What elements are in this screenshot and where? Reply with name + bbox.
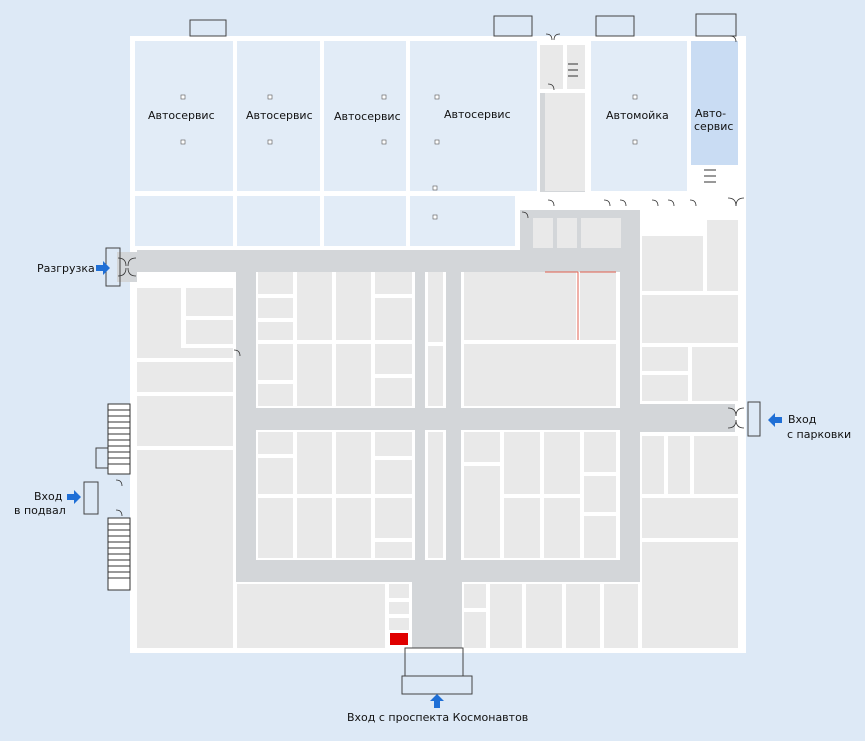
- arrow-unloading-icon: [96, 261, 110, 275]
- label-carwash: Автомойка: [606, 109, 669, 122]
- room-autoservice-3: [324, 41, 406, 191]
- room-carwash: [591, 41, 687, 191]
- room-autoservice-2: [237, 41, 320, 191]
- label-unloading: Разгрузка: [37, 262, 95, 275]
- room-autoservice-5: [691, 41, 738, 165]
- label-parking-line1: Вход: [788, 413, 817, 426]
- label-basement-line1: Вход: [34, 490, 63, 503]
- room-autoservice-1: [135, 41, 233, 191]
- label-autoservice-2: Автосервис: [246, 109, 313, 122]
- columns: [180, 94, 638, 220]
- arrow-parking-icon: [768, 413, 782, 427]
- label-autoservice-1: Автосервис: [148, 109, 215, 122]
- doors: [115, 33, 745, 517]
- stairs: [107, 63, 716, 591]
- label-autoservice-5-line1: Авто-: [695, 107, 727, 120]
- label-main-entrance: Вход с проспекта Космонавтов: [347, 711, 529, 724]
- arrow-main-icon: [430, 694, 444, 708]
- label-autoservice-5-line2: сервис: [694, 120, 734, 133]
- entrance-arrows: [67, 261, 782, 708]
- service-zone: [135, 41, 738, 246]
- shop-rooms: [137, 45, 738, 648]
- label-parking-line2: с парковки: [787, 428, 852, 441]
- label-autoservice-3: Автосервис: [334, 110, 401, 123]
- arrow-basement-icon: [67, 490, 81, 504]
- room-autoservice-4: [410, 41, 537, 191]
- fire-cabinet: [390, 633, 408, 645]
- label-autoservice-4: Автосервис: [444, 108, 511, 121]
- label-basement-line2: в подвал: [14, 504, 66, 517]
- exterior-frames: [83, 13, 761, 695]
- red-partition: [545, 271, 616, 340]
